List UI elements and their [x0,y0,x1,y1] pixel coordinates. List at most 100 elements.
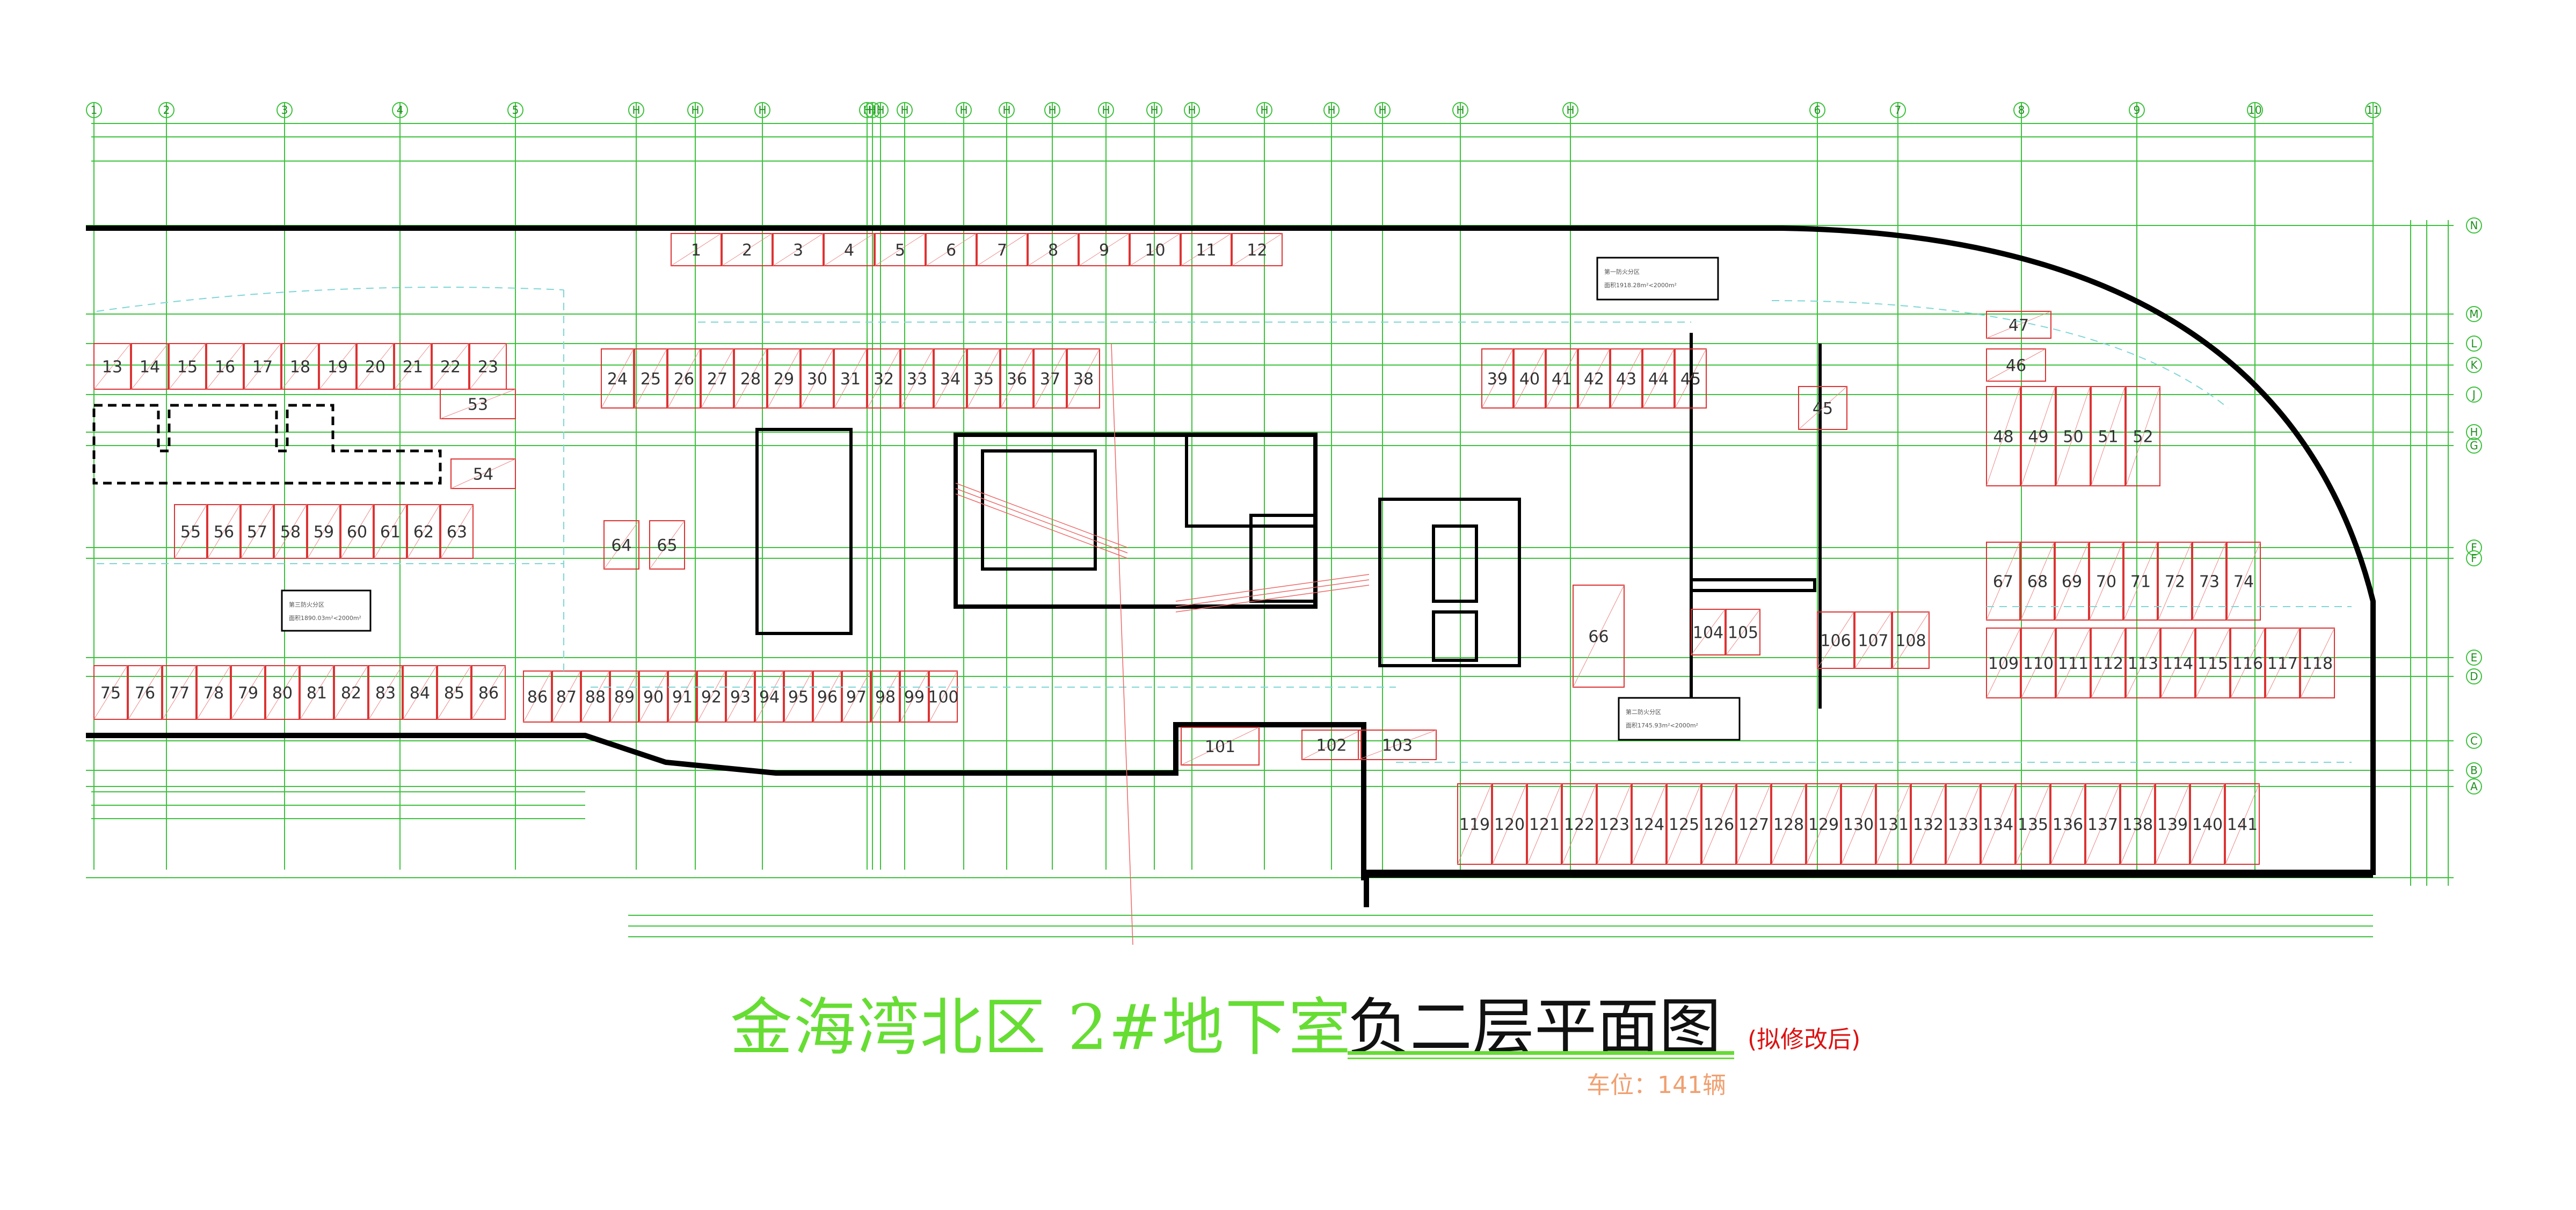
top-axis-label: H [1566,104,1574,116]
stall-number: 81 [307,684,327,703]
parking-stall [231,665,265,720]
top-axis-label: 1 [91,104,98,116]
parking-stall [2300,628,2335,698]
parking-stall [842,670,871,723]
stall-number: 74 [2233,573,2254,592]
stall-number: 135 [2018,815,2048,834]
stall-number: 60 [347,523,367,542]
parking-stall [2089,542,2123,621]
stall-number: 120 [1494,815,1525,834]
stall-number: 24 [607,370,628,389]
parking-stall [722,233,773,266]
parking-stall [1028,233,1079,266]
stall-number: 87 [556,688,577,707]
parking-stall [2126,386,2160,486]
parking-stall [773,233,824,266]
bottom-right-dimension-lines [628,915,2373,937]
top-axis-label: H [691,104,699,116]
parking-stall [1642,348,1675,409]
parking-stall [767,348,801,409]
stall-number: 21 [403,358,423,377]
stall-number: 61 [380,523,401,542]
stall-number: 6 [946,241,956,260]
parking-stall [2230,628,2265,698]
parking-stall [726,670,755,723]
stall-number: 15 [177,358,198,377]
parking-stall [2265,628,2300,698]
stall-number: 2 [742,241,752,260]
stall-number: 89 [614,688,635,707]
parking-stall [2195,628,2230,698]
stall-number: 77 [169,684,190,703]
stall-count-text: 车位：141辆 [1587,1071,1726,1099]
stall-number: 39 [1487,370,1508,389]
stall-number: 123 [1599,815,1629,834]
parking-stall [1817,611,1854,669]
top-axis-label: H [1188,104,1196,116]
stall-number: 100 [928,688,958,707]
parking-stall [1301,730,1362,760]
parking-stall [1457,783,1492,865]
zone1-name: 第一防火分区 [1604,268,1640,275]
parking-stall [2055,542,2089,621]
parking-stall [2021,386,2056,486]
stall-number: 20 [365,358,385,377]
stall-number: 117 [2267,654,2298,673]
top-axis-label: H [1150,104,1158,116]
stall-number: 37 [1040,370,1060,389]
parking-stall [1911,783,1946,865]
stall-number: 22 [440,358,461,377]
parking-stall [2120,783,2155,865]
stall-number: 92 [701,688,722,707]
stall-number: 34 [940,370,960,389]
parking-stall [2056,628,2091,698]
parking-stall [1806,783,1841,865]
parking-stall [1854,611,1892,669]
stall-number: 51 [2098,428,2118,447]
parking-stall [634,348,667,409]
parking-stall [207,504,241,559]
parking-stall [2056,386,2091,486]
parking-stall [1667,783,1701,865]
stall-number: 125 [1669,815,1699,834]
zone3-name: 第三防火分区 [289,601,324,608]
parking-stall [169,343,206,390]
stall-number: 28 [740,370,761,389]
stall-number: 114 [2163,654,2193,673]
parking-stall [440,389,516,419]
stall-number: 101 [1205,738,1235,756]
stall-number: 14 [140,358,160,377]
stall-number: 78 [203,684,224,703]
stall-number: 36 [1007,370,1027,389]
stall-number: 84 [410,684,430,703]
stall-number: 127 [1738,815,1769,834]
parking-stall [2015,783,2050,865]
stall-number: 73 [2199,573,2220,592]
parking-stall [2126,628,2160,698]
zone2-area: 面积1745.93m²<2000m² [1626,722,1698,729]
stall-number: 7 [997,241,1007,260]
stall-number: 82 [341,684,361,703]
stall-number: 11 [1196,241,1216,260]
stall-number: 71 [2130,573,2151,592]
parking-stall [649,520,685,570]
stall-number: 115 [2197,654,2228,673]
parking-stall [1986,542,2020,621]
stall-number: 43 [1616,370,1636,389]
parking-stall [801,348,834,409]
parking-stall [1562,783,1597,865]
parking-stall [601,348,634,409]
top-axis-label: H [1327,104,1335,116]
parking-stall [1130,233,1181,266]
stall-number: 121 [1529,815,1560,834]
parking-stall [875,233,926,266]
parking-stall [162,665,197,720]
parking-stall [1000,348,1034,409]
parking-stall [755,670,784,723]
top-axis-label: H [1378,104,1386,116]
stall-number: 44 [1648,370,1669,389]
stall-number: 103 [1382,737,1413,755]
stall-number: 90 [643,688,664,707]
stall-number: 102 [1316,737,1347,755]
